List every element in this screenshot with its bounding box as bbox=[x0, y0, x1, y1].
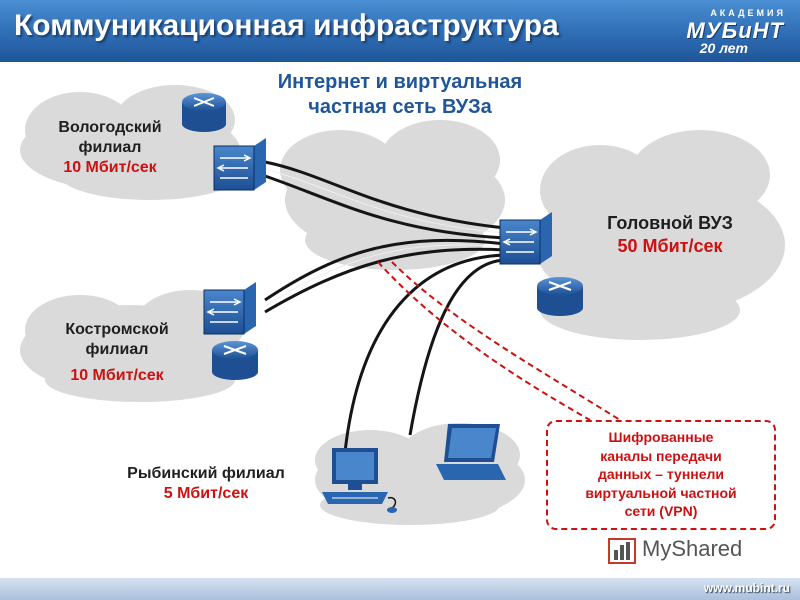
vpn-pointer-2 bbox=[391, 261, 621, 421]
page-title: Коммуникационная инфраструктура bbox=[14, 9, 559, 42]
laptop-icon bbox=[436, 424, 506, 480]
vpn-note-line3: данных – туннели bbox=[597, 466, 725, 483]
node-head-speed: 50 Мбит/сек bbox=[617, 235, 723, 256]
desktop-computer-icon bbox=[322, 448, 397, 513]
firewall-icon bbox=[203, 282, 256, 335]
node-head-label: Головной ВУЗ 50 Мбит/сек bbox=[580, 212, 760, 257]
vpn-note-line5: сети (VPN) bbox=[624, 503, 698, 520]
vpn-tunnels bbox=[264, 160, 506, 453]
vpn-tunnels-highlight bbox=[264, 168, 506, 307]
logo-top-text: АКАДЕМИЯ bbox=[710, 8, 786, 18]
vpn-pointer bbox=[377, 261, 591, 421]
footer-bar: www.mubint.ru bbox=[0, 578, 800, 600]
cloud-head bbox=[535, 130, 785, 340]
node-rybinsk-speed: 5 Мбит/сек bbox=[163, 485, 249, 502]
router-icon bbox=[182, 93, 226, 132]
node-kostroma-label: Костромской филиал 10 Мбит/сек bbox=[34, 320, 200, 386]
node-head-name: Головной ВУЗ bbox=[607, 213, 733, 233]
firewall-icon bbox=[499, 212, 552, 265]
center-title-line2: частная сеть ВУЗа bbox=[308, 96, 492, 118]
node-kostroma-line2: филиал bbox=[85, 341, 149, 358]
vpn-note-text: Шифрованные каналы передачи данных – тун… bbox=[548, 428, 774, 521]
node-kostroma-speed: 10 Мбит/сек bbox=[70, 367, 164, 384]
firewall-icon bbox=[213, 138, 266, 191]
footer-url: www.mubint.ru bbox=[703, 581, 790, 595]
node-kostroma-line1: Костромской bbox=[65, 321, 169, 338]
watermark-chart-icon bbox=[608, 538, 636, 564]
academy-logo: АКАДЕМИЯ МУБиНТ 20 лет bbox=[672, 8, 790, 56]
node-vologda-speed: 10 Мбит/сек bbox=[63, 159, 157, 176]
router-icon bbox=[212, 341, 258, 380]
logo-sub-text: 20 лет bbox=[699, 40, 748, 56]
node-vologda-line2: филиал bbox=[78, 139, 142, 156]
vpn-note-line4: виртуальной частной bbox=[585, 484, 737, 501]
vpn-note-line2: каналы передачи bbox=[600, 447, 722, 464]
watermark-text: MyShared bbox=[642, 536, 743, 561]
center-title: Интернет и виртуальная частная сеть ВУЗа bbox=[250, 70, 550, 120]
node-vologda-label: Вологодский филиал 10 Мбит/сек bbox=[28, 118, 192, 178]
cloud-vologda bbox=[20, 85, 240, 200]
logo-main-text: МУБиНТ bbox=[686, 18, 784, 43]
center-title-line1: Интернет и виртуальная bbox=[277, 71, 523, 93]
node-rybinsk-name: Рыбинский филиал bbox=[127, 465, 285, 482]
node-rybinsk-label: Рыбинский филиал 5 Мбит/сек bbox=[96, 464, 316, 504]
vpn-note-box: Шифрованные каналы передачи данных – тун… bbox=[546, 420, 776, 530]
vpn-note-line1: Шифрованные bbox=[608, 429, 714, 445]
header-bar: Коммуникационная инфраструктура АКАДЕМИЯ… bbox=[0, 0, 800, 62]
router-icon bbox=[537, 277, 583, 316]
node-vologda-line1: Вологодский bbox=[58, 119, 162, 136]
